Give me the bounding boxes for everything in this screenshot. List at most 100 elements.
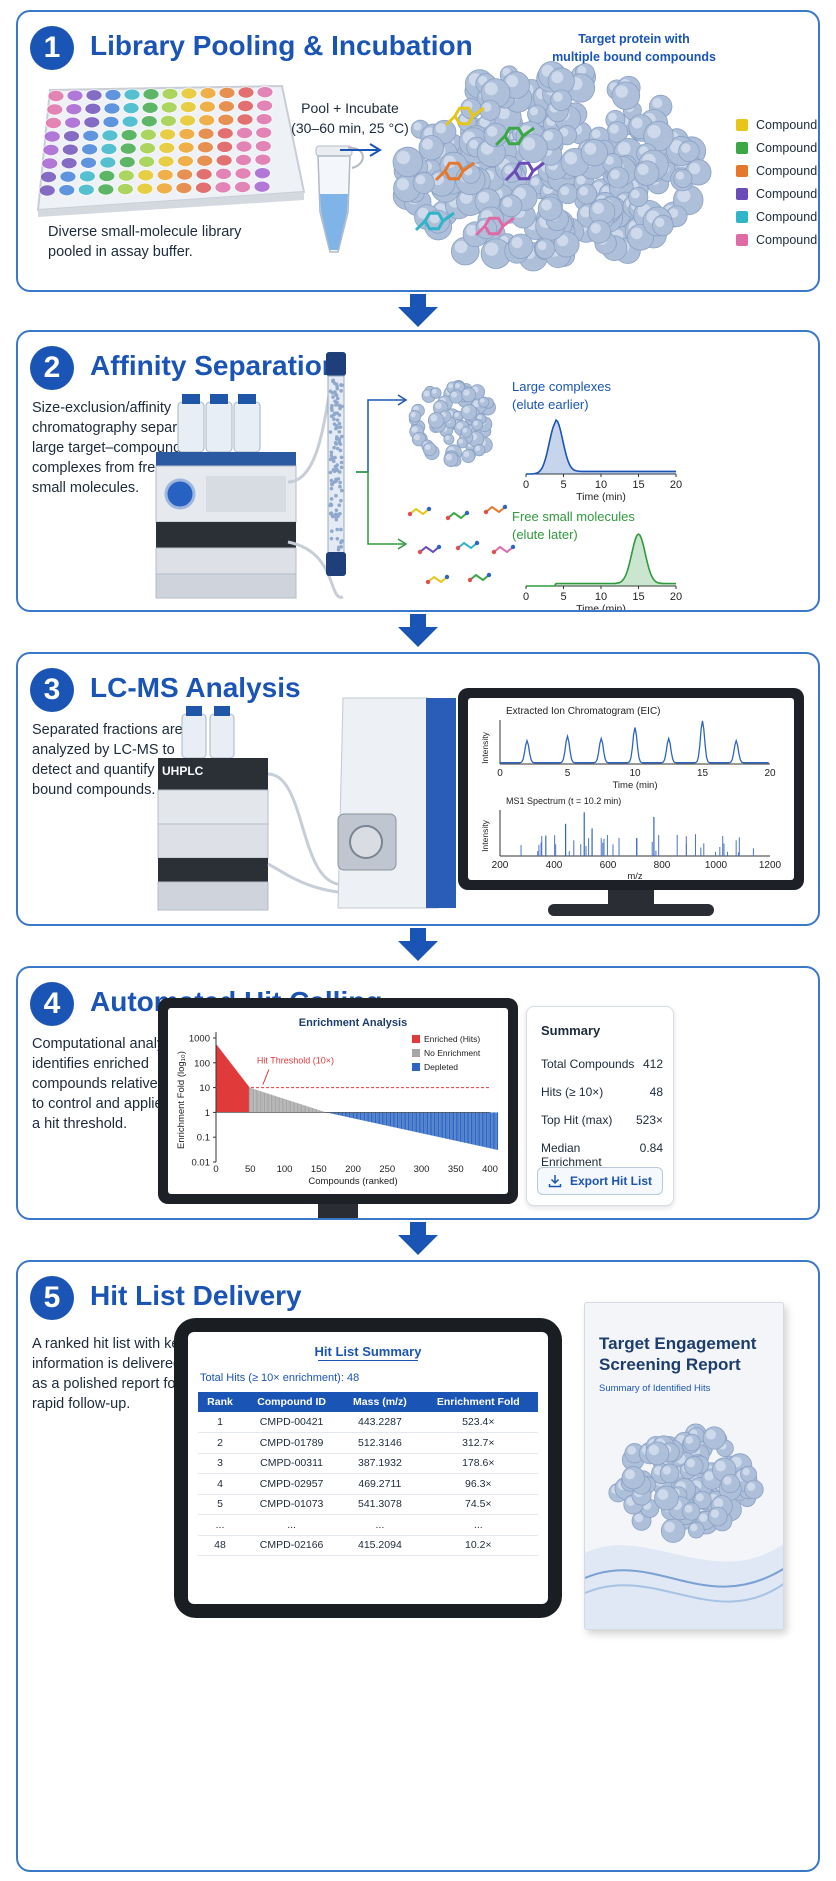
enrichment-bar [363,1112,366,1121]
svg-text:20: 20 [670,591,682,603]
enrichment-bar [358,1112,360,1120]
x-tick-label: 200 [345,1164,361,1175]
enrichment-bar [437,1112,440,1137]
enrichment-bar [273,1095,275,1113]
enrichment-bar [484,1112,486,1148]
enrichment-bar [361,1112,363,1121]
svg-text:1000: 1000 [705,860,728,871]
step-4-badge: 4 [30,982,74,1026]
cell-compound-id: CMPD-00421 [242,1412,342,1433]
enrichment-bar [231,1064,233,1113]
summary-row-top-hit: Top Hit (max)523× [541,1113,663,1127]
enrichment-bar [402,1112,404,1130]
svg-text:200: 200 [492,860,509,871]
enrichment-bar [448,1112,451,1140]
enrichment-bar [428,1112,430,1135]
enrichment-bar [233,1068,236,1113]
enrichment-bar [243,1080,245,1113]
enrichment-bar [250,1088,252,1113]
enrichment-bar [292,1101,294,1113]
step-1-panel: 1 Library Pooling & Incubation Diverse s… [16,10,820,292]
large-complex-illustration [408,380,496,467]
enrichment-bar [436,1112,438,1137]
enrichment-bar [255,1089,257,1113]
x-tick-label: 150 [311,1164,327,1175]
enrichment-bar [485,1112,488,1148]
step-4-panel: 4 Automated Hit Calling Computational an… [16,966,820,1220]
enrichment-bar [257,1090,259,1113]
step-2-panel: 2 Affinity Separation Size-exclusion/aff… [16,330,820,612]
enrichment-bar [340,1112,342,1116]
cell-mass: 387.1932 [341,1453,419,1474]
enrichment-bar [416,1112,418,1133]
svg-text:15: 15 [632,479,644,491]
step-5-badge: 5 [30,1276,74,1320]
enrichment-bar [343,1112,345,1117]
enrichment-bar [453,1112,455,1141]
enrichment-bar [298,1103,300,1113]
enrichment-bar [395,1112,397,1128]
enrichment-bar [309,1107,311,1113]
enrichment-bar [491,1112,493,1149]
enrichment-bar [240,1076,242,1113]
enrichment-bar [362,1112,364,1121]
y-tick-label: 0.01 [192,1158,211,1169]
export-hit-list-button[interactable]: Export Hit List [537,1167,663,1195]
enrichment-bar [372,1112,374,1123]
cell-rank: 4 [198,1473,242,1495]
enrichment-bar [346,1112,348,1117]
enrichment-bar [337,1112,340,1116]
y-axis-label: Enrichment Fold (log₁₀) [176,1051,187,1149]
enrichment-bar [373,1112,375,1123]
enrichment-bar [332,1112,334,1114]
enrichment-bar [266,1093,268,1113]
large-complexes-label: Large complexes (elute earlier) [512,379,611,412]
enrichment-bar [313,1108,315,1113]
enrichment-bar [224,1056,227,1113]
enrichment-bar [488,1112,490,1149]
enrichment-bar [237,1072,239,1113]
enrichment-bar [246,1084,248,1113]
enrichment-bar [459,1112,462,1142]
svg-text:20: 20 [670,479,682,491]
enrichment-bar [274,1096,277,1113]
svg-text:400: 400 [546,860,563,871]
enrichment-bar [320,1110,322,1113]
enrichment-bar [228,1060,230,1113]
enrichment-bar [466,1112,468,1144]
enrichment-bar [462,1112,464,1143]
svg-text:0: 0 [523,591,529,603]
svg-text:Intensity: Intensity [480,731,490,763]
enrichment-bar [384,1112,386,1126]
enrichment-bar [238,1074,240,1113]
x-axis-label: Compounds (ranked) [308,1176,397,1187]
pool-arrow [340,143,382,157]
enrichment-bar [248,1087,251,1113]
enrichment-bar [385,1112,388,1126]
enrichment-bar [245,1083,247,1113]
enrichment-bar [236,1071,238,1113]
enrichment-bar [457,1112,459,1142]
enrichment-bar [220,1051,222,1113]
enrichment-bar [366,1112,368,1122]
enrichment-bar [399,1112,401,1129]
enrichment-bar [444,1112,446,1139]
download-icon [548,1175,562,1188]
enrichment-bar [242,1078,244,1113]
enrichment-bar [284,1099,286,1113]
enrichment-bar [420,1112,422,1134]
enrichment-bar [495,1112,497,1150]
flow-arrow-3 [398,928,438,961]
y-tick-label: 1000 [189,1034,210,1045]
enrichment-bar [223,1054,225,1113]
cell-mass: 512.3146 [341,1432,419,1454]
enrichment-bar [429,1112,431,1136]
